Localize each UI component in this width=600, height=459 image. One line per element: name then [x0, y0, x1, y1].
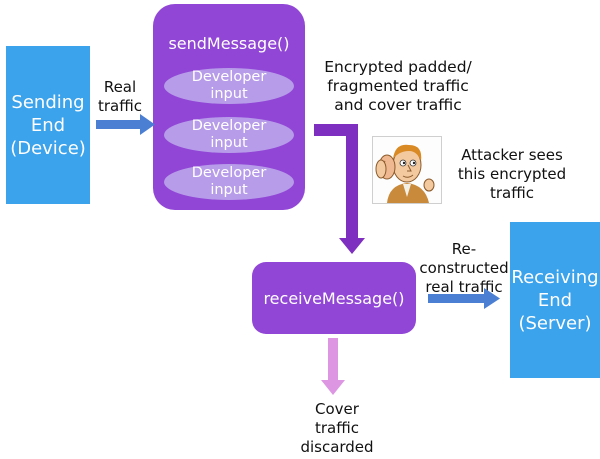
receive-message-box: receiveMessage()	[252, 262, 416, 334]
eavesdropper-listening-icon	[375, 144, 435, 203]
sending-end-box: Sending End (Device)	[6, 46, 90, 204]
real-traffic-arrow	[96, 114, 155, 135]
developer-input-1: Developer input	[164, 68, 294, 104]
sending-end-label: Sending End (Device)	[10, 91, 86, 159]
reconstructed-traffic-arrow	[428, 288, 500, 309]
cover-traffic-discarded-label: Cover traffic discarded	[300, 400, 374, 456]
encrypted-traffic-arrow	[314, 124, 365, 254]
receiving-end-label: Receiving End (Server)	[511, 266, 599, 334]
receiving-end-box: Receiving End (Server)	[510, 222, 600, 378]
reconstructed-traffic-label: Re- constructed real traffic	[419, 240, 509, 296]
send-message-title: sendMessage()	[168, 34, 290, 53]
real-traffic-label: Real traffic	[98, 78, 142, 115]
encrypted-traffic-label: Encrypted padded/ fragmented traffic and…	[324, 58, 472, 114]
developer-input-2: Developer input	[164, 117, 294, 153]
receive-message-title: receiveMessage()	[263, 288, 405, 308]
developer-input-3: Developer input	[164, 164, 294, 200]
attacker-label: Attacker sees this encrypted traffic	[457, 146, 567, 202]
send-message-box: sendMessage() Developer input Developer …	[153, 4, 305, 210]
cover-discard-arrow	[321, 338, 345, 395]
attacker-icon	[372, 136, 442, 204]
